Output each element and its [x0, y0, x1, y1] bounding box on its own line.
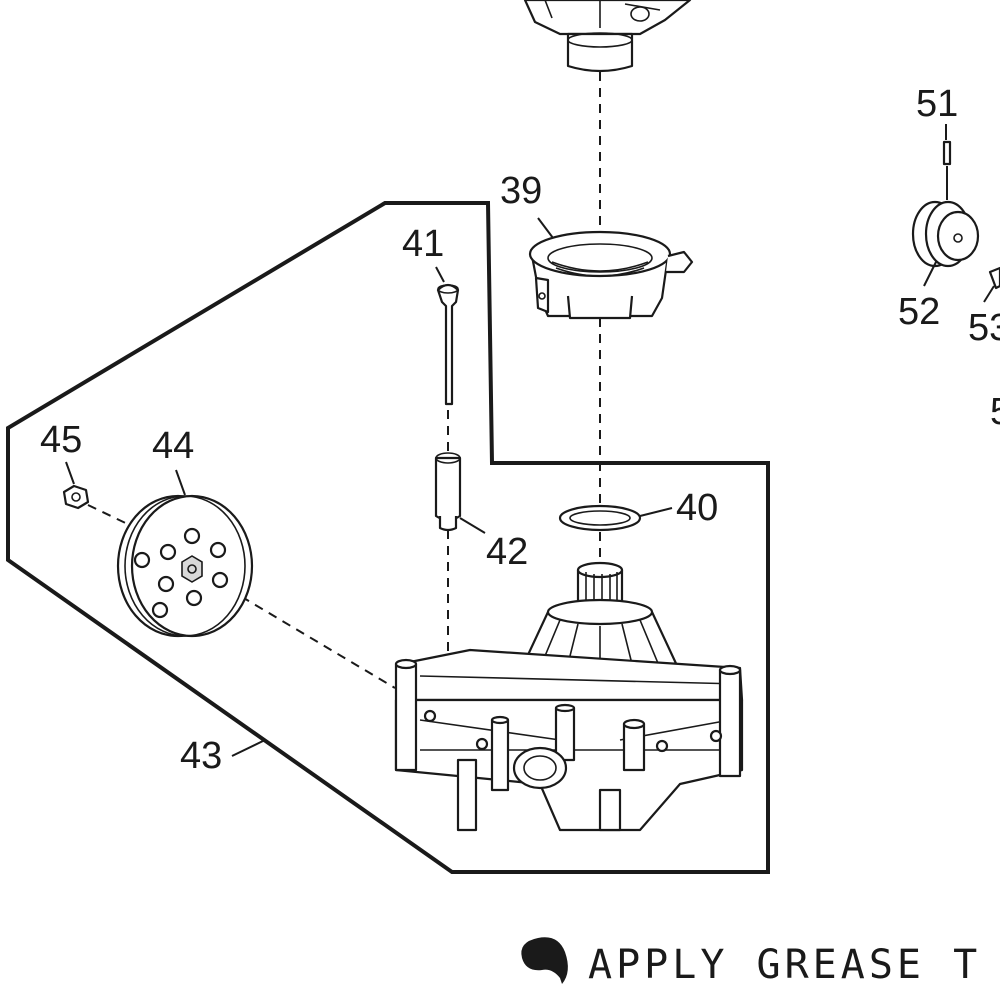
callout-5x: 5	[990, 391, 1000, 433]
assembly-43-outline	[6, 201, 770, 874]
leader-44	[175, 469, 186, 496]
leader-39	[537, 217, 554, 239]
part-51-screw	[942, 140, 952, 166]
grease-note-text: APPLY GREASE T	[588, 942, 981, 988]
leader-40	[639, 507, 673, 517]
motor-stub	[523, 0, 692, 73]
leader-43	[231, 739, 266, 757]
part-41-pin	[436, 283, 460, 406]
gearbox-housing	[394, 561, 744, 832]
part-45-nut	[62, 484, 90, 510]
callout-40: 40	[676, 487, 718, 529]
callout-52: 52	[898, 291, 940, 333]
part-53-clip	[988, 266, 1000, 290]
leader-52	[923, 261, 937, 287]
part-39-threaded-collar	[528, 230, 694, 320]
callout-45: 45	[40, 419, 82, 461]
callout-42: 42	[486, 531, 528, 573]
callout-51: 51	[916, 83, 958, 125]
callout-43: 43	[180, 735, 222, 777]
leader-45	[65, 461, 75, 485]
callout-44: 44	[152, 425, 194, 467]
grease-note: APPLY GREASE T	[521, 937, 981, 988]
leader-53	[983, 285, 995, 303]
part-42-sleeve	[434, 452, 462, 532]
part-44-pulley	[116, 494, 254, 638]
part-52-knob	[911, 200, 980, 268]
grease-drop-icon	[521, 937, 568, 984]
leader-42	[459, 517, 486, 534]
callout-53: 53	[968, 307, 1000, 349]
part-40-seal-ring	[558, 504, 642, 532]
callout-39: 39	[500, 170, 542, 212]
callout-41: 41	[402, 223, 444, 265]
leader-41	[435, 266, 445, 283]
